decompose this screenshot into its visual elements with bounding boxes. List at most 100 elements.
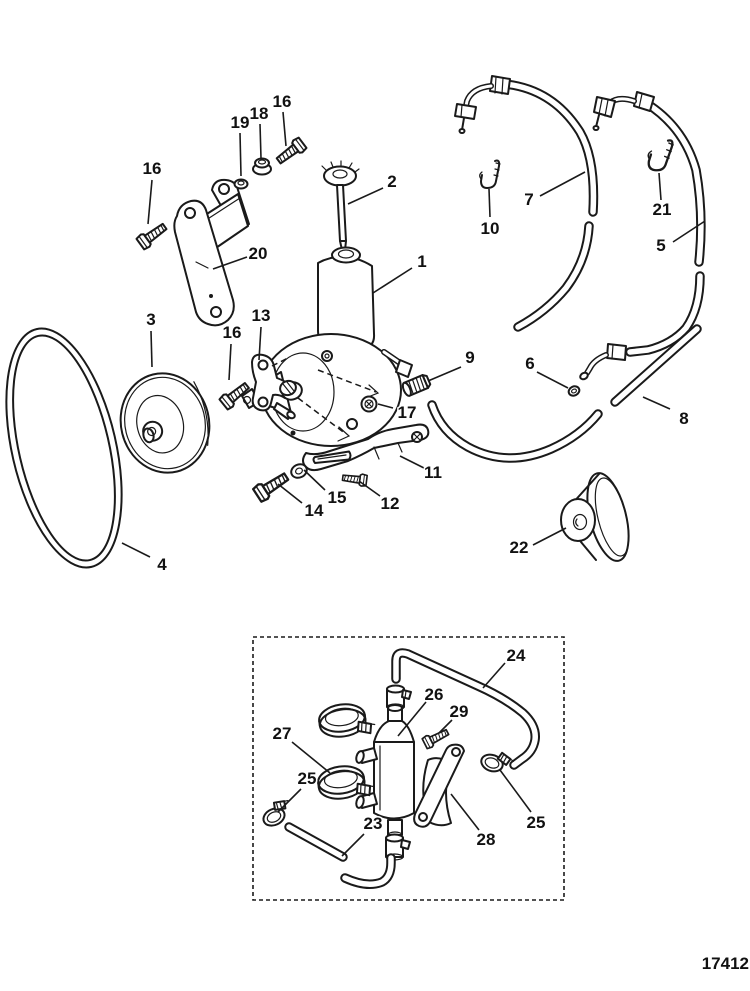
callout-leader-line — [341, 833, 365, 857]
callout-20-mounting-bracket: 20 — [212, 243, 269, 270]
hose-coupler-top — [386, 684, 412, 711]
callout-9-fitting: 9 — [427, 347, 476, 382]
callout-13-pivot-bracket: 13 — [250, 305, 272, 361]
part-number-label: 14 — [305, 501, 324, 520]
mounting-bracket-20 — [173, 178, 250, 327]
callout-leader-line — [450, 793, 480, 831]
hose-clip-10 — [479, 159, 501, 189]
callout-leader-line — [358, 480, 381, 497]
part-number-label: 29 — [450, 702, 469, 721]
part-number-label: 24 — [507, 646, 526, 665]
callout-leader-line — [147, 179, 153, 225]
hose-clip-21 — [647, 139, 674, 172]
callout-leader-line — [303, 469, 326, 491]
callout-leader-line — [532, 527, 567, 546]
part-number-label: 25 — [298, 769, 317, 788]
part-number-label: 13 — [252, 306, 271, 325]
pump-pulley — [119, 372, 211, 474]
part-number-label: 5 — [656, 236, 665, 255]
callout-16-2-bracket-bolt: 16 — [141, 158, 163, 225]
part-number-label: 9 — [465, 348, 474, 367]
part-number-label: 27 — [273, 724, 292, 743]
callout-leader-line — [399, 455, 425, 469]
part-number-label: 3 — [146, 310, 155, 329]
inlet-hose — [284, 822, 348, 862]
callout-17-locknut: 17 — [377, 402, 418, 424]
bolt-16-left — [134, 219, 171, 252]
inset-box — [252, 636, 565, 901]
part-number-label: 12 — [381, 494, 400, 513]
callout-leader-line — [121, 542, 151, 558]
callout-8-hose: 8 — [642, 396, 690, 430]
callout-23-cooler-hose: 23 — [341, 813, 384, 857]
part-number-label: 21 — [653, 200, 672, 219]
callout-7-pressure-hose: 7 — [523, 171, 586, 211]
callout-2-dipstick: 2 — [347, 171, 398, 205]
callout-leader-line — [277, 788, 302, 813]
callout-12-bolt: 12 — [358, 480, 401, 515]
part-number-label: 16 — [143, 159, 162, 178]
callout-leader-line — [150, 330, 153, 368]
callout-10-hose-clip: 10 — [479, 188, 501, 240]
nut-19 — [233, 178, 249, 190]
callout-leader-line — [258, 326, 262, 361]
part-number-label: 25 — [527, 813, 546, 832]
callout-leader-line — [672, 220, 706, 243]
callout-leader-line — [228, 343, 232, 381]
callout-6-o-ring: 6 — [524, 353, 569, 389]
callout-27-hose-clamp: 27 — [271, 723, 331, 774]
callout-14-bolt: 14 — [277, 483, 325, 522]
callout-16-1-bracket-bolt: 16 — [271, 91, 293, 147]
hose-clamp-25-right — [477, 746, 516, 779]
callout-25-2-hose-clamp: 25 — [499, 769, 547, 834]
callout-21-hose-clip: 21 — [651, 172, 673, 221]
cooler-hose-24 — [391, 648, 540, 770]
power-steering-pump-1 — [241, 246, 413, 447]
callout-leader-line — [377, 403, 394, 409]
bolt-16-top — [273, 135, 309, 168]
callout-leader-line — [536, 371, 569, 389]
dipstick-2 — [321, 160, 360, 251]
callout-5-return-hose: 5 — [655, 220, 706, 257]
callout-18-flange-nut: 18 — [248, 103, 270, 159]
part-number-label: 17 — [398, 403, 417, 422]
part-number-label: 8 — [679, 409, 688, 428]
hose-8 — [610, 324, 702, 407]
locknut-17 — [360, 395, 378, 413]
callout-28-cooler-bracket: 28 — [450, 793, 497, 851]
callout-leader-line — [482, 662, 506, 689]
callout-1-power-steering-pump: 1 — [372, 251, 428, 294]
pivot-bracket-13 — [251, 353, 303, 420]
callout-leader-line — [499, 769, 532, 813]
part-number-label: 11 — [424, 463, 442, 482]
flange-nut-18 — [252, 157, 272, 176]
part-number-label: 18 — [250, 104, 269, 123]
part-number-label: 23 — [364, 814, 383, 833]
part-number-label: 16 — [223, 323, 242, 342]
callout-leader-line — [397, 701, 427, 737]
callout-25-1-hose-clamp: 25 — [277, 768, 318, 813]
screw-29 — [420, 725, 452, 751]
pressure-hose-7 — [454, 75, 599, 332]
part-number-label: 15 — [328, 488, 347, 507]
callout-leader-line — [372, 267, 413, 294]
callout-leader-line — [438, 719, 453, 734]
part-number-label: 2 — [387, 172, 396, 191]
callout-leader-line — [277, 483, 303, 504]
callout-leader-line — [282, 111, 287, 147]
callout-11-adjusting-arm: 11 — [399, 455, 443, 484]
cooler-bracket-28 — [413, 743, 465, 828]
part-number-label: 16 — [273, 92, 292, 111]
callout-leader-line — [488, 188, 491, 218]
part-number-label: 10 — [481, 219, 500, 238]
adjusting-arm-11 — [302, 423, 430, 472]
callout-24-cooler-hose: 24 — [482, 645, 527, 689]
callout-leader-line — [427, 366, 462, 382]
return-hose-5 — [579, 91, 706, 381]
callout-19-nut: 19 — [229, 112, 251, 177]
callout-15-washer: 15 — [303, 469, 348, 509]
callout-leader-line — [658, 172, 662, 201]
callout-29-screw: 29 — [438, 701, 470, 734]
